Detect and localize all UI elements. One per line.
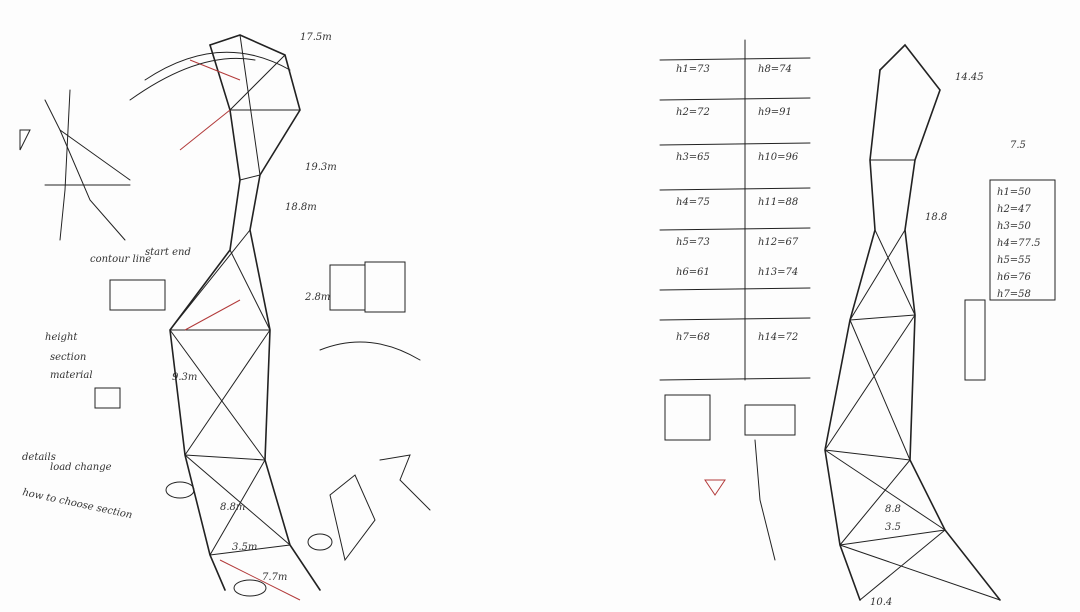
table-cell: h14=72 — [758, 332, 798, 343]
right-tower-sketch — [664, 43, 1056, 601]
note-text: height — [45, 332, 78, 343]
legend-row: h4=77.5 — [997, 238, 1040, 249]
note-text: load change — [50, 462, 112, 473]
dimension-label: 19.3m — [305, 162, 337, 173]
right-table — [659, 39, 811, 381]
note-text: how to choose section — [21, 487, 133, 521]
dimension-label: 18.8m — [285, 202, 317, 213]
legend-row: h3=50 — [997, 221, 1032, 232]
table-cell: h5=73 — [676, 237, 710, 248]
dimension-label: 18.8 — [925, 212, 947, 223]
legend-row: h7=58 — [997, 289, 1031, 300]
note-text: material — [50, 370, 93, 381]
table-cell: h2=72 — [676, 107, 710, 118]
left-tower-sketch — [129, 34, 333, 601]
table-cell: h10=96 — [758, 152, 799, 163]
dimension-label: 7.5 — [1010, 140, 1026, 151]
table-cell: h3=65 — [676, 152, 710, 163]
table-cell: h13=74 — [758, 267, 798, 278]
table-cell: h12=67 — [758, 237, 799, 248]
table-cell: h9=91 — [758, 107, 792, 118]
left-tower-dimensions: 19.3m 18.8m 17.5m 2.8m 3.5m 7.7m 8.8m 9.… — [172, 32, 337, 583]
dimension-label: 3.5 — [885, 522, 901, 533]
dimension-label: 14.45 — [955, 72, 984, 83]
dimension-label: 9.3m — [172, 372, 197, 383]
table-cell: h8=74 — [758, 64, 792, 75]
legend-row: h6=76 — [997, 272, 1032, 283]
table-cell: h4=75 — [676, 197, 710, 208]
dimension-label: 10.4 — [870, 597, 892, 608]
legend-row: h5=55 — [997, 255, 1031, 266]
table-cell: h7=68 — [676, 332, 710, 343]
legend-row: h2=47 — [997, 204, 1032, 215]
note-text: section — [50, 352, 86, 363]
table-cell: h1=73 — [676, 64, 710, 75]
legend-row: h1=50 — [997, 187, 1032, 198]
dimension-label: 7.7m — [262, 572, 287, 583]
dimension-label: 2.8m — [304, 292, 330, 303]
dimension-label: 17.5m — [300, 32, 332, 43]
note-text: start end — [145, 247, 191, 258]
right-table-entries: h1=73 h2=72 h3=65 h4=75 h5=73 h6=61 h7=6… — [676, 64, 799, 343]
dimension-label: 8.8 — [885, 504, 901, 515]
left-side-sketches — [19, 89, 431, 562]
right-legend-box: h1=50 h2=47 h3=50 h4=77.5 h5=55 h6=76 h7… — [997, 187, 1040, 300]
dimension-label: 3.5m — [232, 542, 257, 553]
table-cell: h6=61 — [676, 267, 710, 278]
right-dimensions: 18.8 14.45 7.5 3.5 8.8 10.4 — [870, 72, 1026, 608]
note-text: details — [22, 452, 56, 463]
dimension-label: 8.8m — [220, 502, 245, 513]
table-cell: h11=88 — [758, 197, 798, 208]
note-text: contour line — [90, 254, 151, 265]
